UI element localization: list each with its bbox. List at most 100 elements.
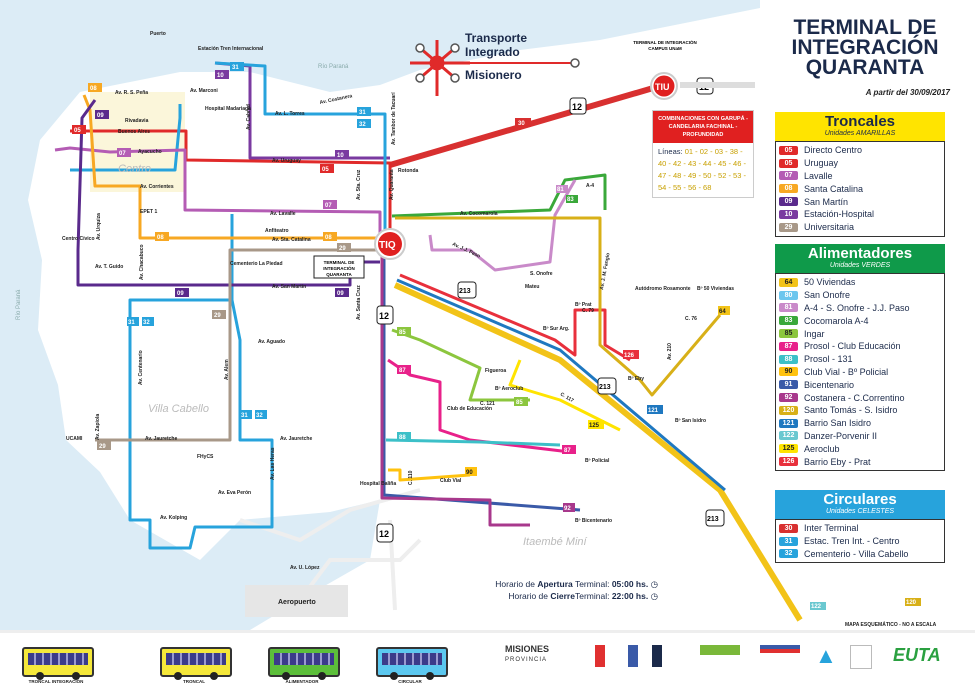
place-label: FHyCS	[197, 454, 214, 460]
svg-text:213: 213	[707, 516, 719, 523]
company-logo: ▲	[815, 643, 837, 668]
legend-title: Troncales	[824, 113, 896, 130]
route-name: San Onofre	[804, 290, 851, 301]
svg-text:09: 09	[337, 291, 344, 297]
shield-ruta-213: 213	[457, 281, 477, 299]
route-number-badge: 10	[779, 209, 798, 219]
tiq-terminal-marker[interactable]: TIQ	[374, 228, 406, 260]
area-label-itaembe-mini: Itaembé Miní	[523, 536, 588, 548]
route-name: Lavalle	[804, 170, 833, 181]
bus-caption: CIRCULAR	[398, 679, 422, 684]
place-label: Bº Prat	[575, 302, 592, 308]
route-number-badge: 125	[779, 444, 798, 454]
place-label: Mateu	[525, 284, 539, 290]
route-name: A-4 - S. Onofre - J.J. Paso	[804, 302, 910, 313]
route-name: Santo Tomás - S. Isidro	[804, 405, 898, 416]
route-121	[396, 278, 726, 492]
svg-text:07: 07	[119, 151, 126, 157]
brand-logo-star	[410, 40, 580, 96]
company-logo	[700, 645, 740, 655]
svg-text:81: 81	[557, 187, 564, 193]
place-label: Hospital Baliña	[360, 481, 396, 487]
street-label: Av. Jauretche	[280, 436, 312, 442]
street-label: C. 110	[408, 470, 414, 485]
route-name: Ingar	[804, 328, 825, 339]
river-label-left: Río Paraná	[16, 289, 22, 320]
route-name: Uruguay	[804, 158, 839, 169]
svg-text:05: 05	[322, 167, 329, 173]
svg-text:92: 92	[564, 506, 571, 512]
place-label: Bº Sur Arg.	[543, 326, 570, 332]
route-number-badge: 121	[779, 418, 798, 428]
street-label: Av. Eva Perón	[218, 490, 251, 496]
route-07	[54, 146, 382, 244]
svg-text:TIU: TIU	[655, 82, 670, 92]
place-label: Cementerio La Piedad	[230, 261, 283, 267]
place-labels: Estación Tren Internacional Hospital Mad…	[16, 31, 937, 628]
bus-icon-troncal-integracion	[22, 647, 94, 680]
route-number-badge: 126	[779, 457, 798, 467]
area-label-villa-cabello: Villa Cabello	[148, 403, 209, 415]
street-label: Av. Tambor de Tacuarí	[391, 92, 397, 145]
route-name: Cocomarola A-4	[804, 315, 869, 326]
place-label: Bº Policial	[585, 458, 610, 464]
shield-ruta-12: 12	[376, 523, 394, 543]
footer: TRONCAL INTEGRACIÓN TRONCAL ALIMENTADOR …	[0, 630, 975, 693]
route-name: Club Vial - Bº Policial	[804, 366, 889, 377]
route-125	[508, 359, 621, 432]
route-number-badge: 29	[779, 222, 798, 232]
svg-text:85: 85	[399, 330, 406, 336]
route-number-badge: 122	[779, 431, 798, 441]
municipal-logo	[652, 645, 662, 667]
street-label: Av. Urquiza	[96, 213, 102, 240]
euta-logo: EUTA	[893, 645, 941, 665]
route-name: Directo Centro	[804, 145, 863, 156]
route-120	[395, 216, 722, 397]
svg-text:32: 32	[256, 413, 263, 419]
street-label: Av. Santa Cruz	[356, 285, 362, 320]
route-83	[391, 173, 607, 218]
tiu-combinations-box: COMBINACIONES CON GARUPÁ - CANDELARIA FA…	[652, 110, 754, 198]
legend-title: Alimentadores	[807, 245, 913, 262]
street-label: Av. U. López	[290, 565, 320, 571]
scale-note: MAPA ESQUEMÁTICO - NO A ESCALA	[845, 621, 937, 628]
street-label: Av. Jauretche	[145, 436, 177, 442]
street-label: Av. Lavalle	[270, 211, 296, 217]
legend-item: 83 Cocomarola A-4	[779, 314, 941, 327]
place-label: Bº Aeroclub	[495, 386, 523, 392]
place-label: Estación Tren Internacional	[198, 46, 264, 52]
route-tags: 05 05 10 10 31 31 32 31 32 31 32 07 07 0…	[72, 62, 921, 610]
place-label: EPET 1	[140, 209, 157, 215]
svg-text:32: 32	[143, 320, 150, 326]
area-label-centro: Centro	[118, 163, 151, 175]
place-label: Puerto	[150, 31, 166, 37]
street-label: Av. Sta. Cruz	[356, 169, 362, 200]
svg-text:88: 88	[399, 435, 406, 441]
route-number-badge: 07	[779, 171, 798, 181]
route-91	[382, 244, 581, 512]
tiu-terminal-marker[interactable]: TIU	[650, 72, 678, 100]
svg-text:32: 32	[359, 122, 366, 128]
route-number-badge: 31	[779, 536, 798, 546]
route-number-badge: 83	[779, 316, 798, 326]
street-label: Rivadavia	[125, 118, 149, 124]
route-number-badge: 90	[779, 367, 798, 377]
street-label: C. 76	[685, 316, 697, 322]
street-label: C. 121	[480, 401, 495, 407]
svg-text:31: 31	[232, 65, 239, 71]
route-name: Inter Terminal	[804, 523, 859, 534]
page-title: TERMINAL DE INTEGRACIÓN QUARANTA	[791, 16, 939, 79]
street-label: Ayacucho	[138, 149, 162, 155]
place-label: Hospital Madariaga	[205, 106, 251, 112]
lines-list: 01 - 02 - 03 - 38 - 40 - 42 - 43 - 44 - …	[658, 147, 746, 192]
brand-text: Transporte	[465, 31, 527, 45]
place-label: Bº Bicentenario	[575, 518, 612, 524]
route-number-badge: 80	[779, 290, 798, 300]
svg-text:12: 12	[379, 529, 389, 539]
